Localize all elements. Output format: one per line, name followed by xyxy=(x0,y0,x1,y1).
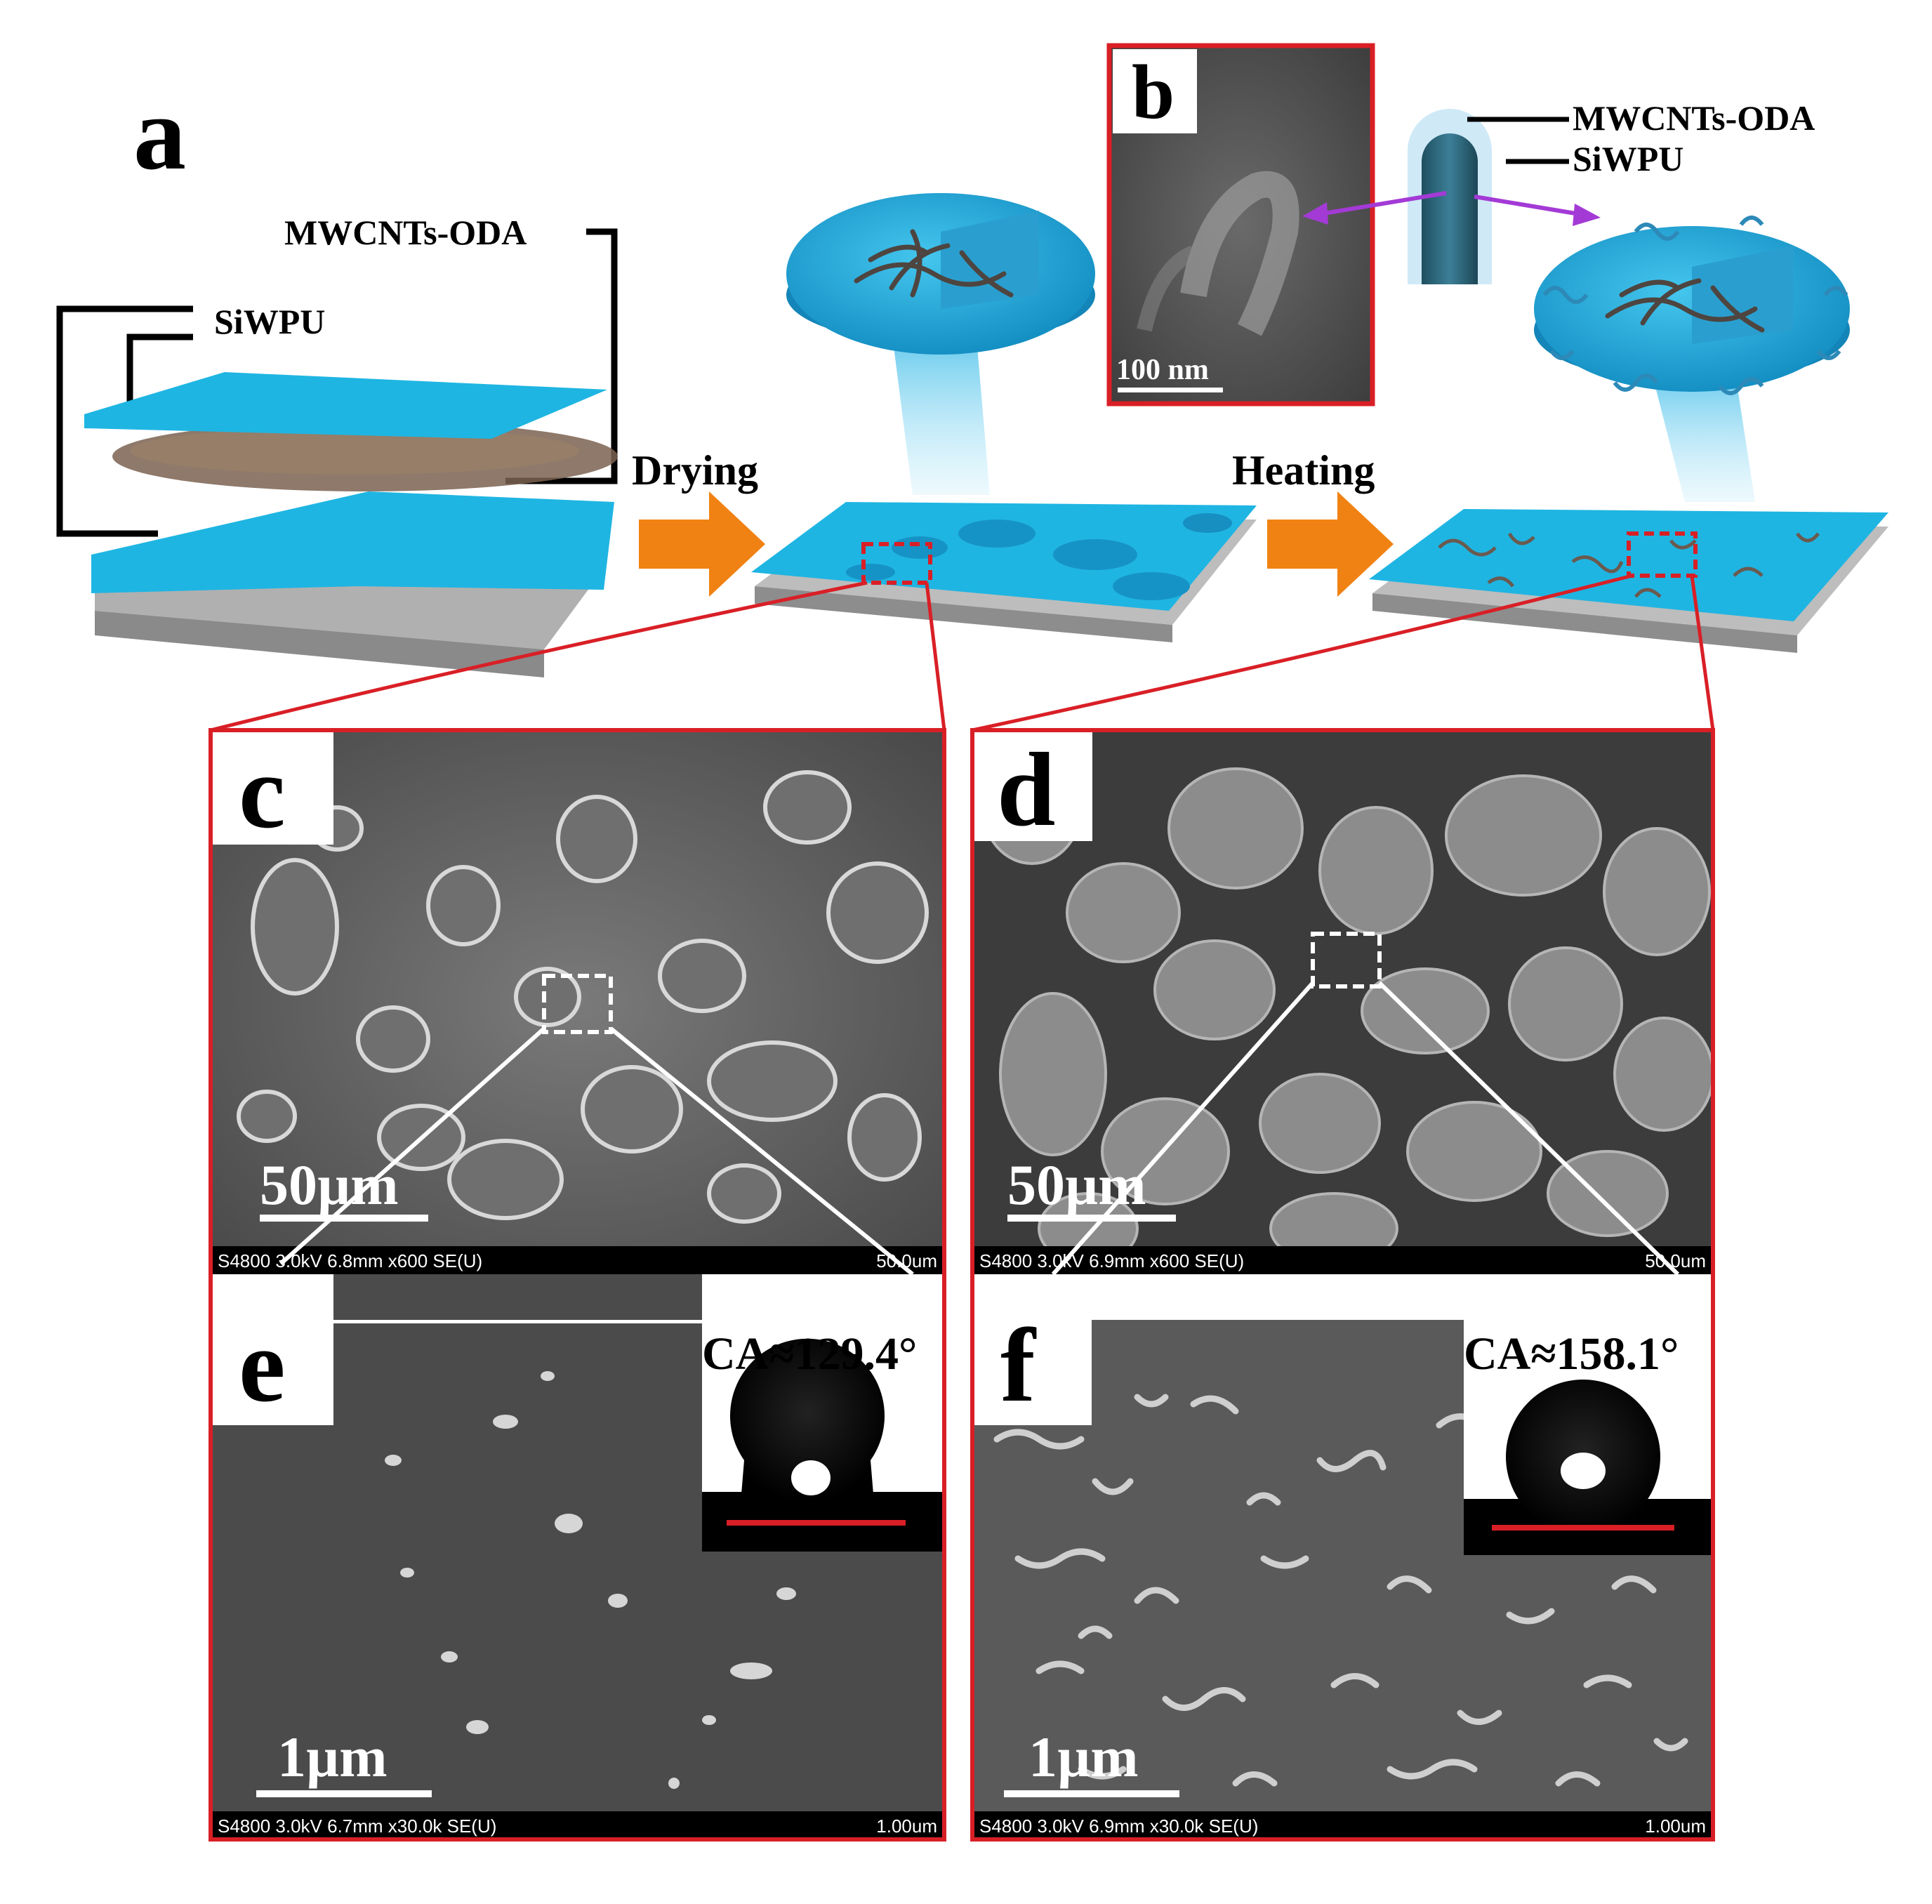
zoom-gap-e xyxy=(211,1274,944,1323)
step-drying-label: Drying xyxy=(632,447,758,494)
panel-c-letter: c xyxy=(239,734,286,850)
panel-b: b 100 nm MWCNTs-ODA SiWPU xyxy=(1106,43,1815,406)
info-scale-f: 1.00um xyxy=(1645,1816,1706,1837)
magnified-bubble-1 xyxy=(786,193,1095,355)
panel-a-letter: a xyxy=(133,75,186,192)
zoom-box-c-inner xyxy=(542,974,613,1034)
label-mwcnts-oda: MWCNTs-ODA xyxy=(284,213,527,252)
schematic-label-siwpu: SiWPU xyxy=(1573,139,1683,178)
zoom-box-d xyxy=(1627,531,1698,578)
scale-label-e: 1µm xyxy=(277,1725,388,1789)
contact-angle-e: CA≈129.4° xyxy=(702,1328,917,1380)
panel-e: CA≈129.4° e 1µm S4800 3.0kV 6.7mm x30.0k… xyxy=(211,1026,944,1839)
info-text-c: S4800 3.0kV 6.8mm x600 SE(U) xyxy=(218,1250,482,1271)
bracket-lines xyxy=(56,228,618,537)
info-bar-c xyxy=(211,1246,944,1274)
scale-label-d: 50µm xyxy=(1007,1153,1146,1217)
zoom-box-d-inner xyxy=(1311,932,1382,989)
magnified-bubble-2 xyxy=(1534,216,1850,395)
pointer-arrows xyxy=(1302,191,1601,226)
panel-a: a MWCNTs-ODA SiWPU Drying xyxy=(56,75,1888,732)
drying-arrow xyxy=(639,491,765,597)
scale-bar-f xyxy=(1004,1790,1179,1797)
magnifier-beam-1 xyxy=(892,330,990,495)
scale-label-b: 100 nm xyxy=(1116,354,1209,386)
info-text-f: S4800 3.0kV 6.9mm x30.0k SE(U) xyxy=(979,1816,1258,1837)
panel-e-letter: e xyxy=(239,1307,286,1424)
layer-stack-illustration xyxy=(84,372,618,677)
zoom-gap-f xyxy=(972,1274,1713,1320)
baseline-f xyxy=(1492,1525,1674,1531)
panel-c: c 50µm S4800 3.0kV 6.8mm x600 SE(U) 50.0… xyxy=(211,730,944,1274)
particles-d xyxy=(981,750,1714,1265)
siwpu-top-layer xyxy=(84,372,607,439)
panel-d-letter-box xyxy=(974,732,1092,841)
panel-f: CA≈158.1° f 1µm S4800 3.0kV 6.9mm x30.0k… xyxy=(972,981,1713,1839)
scale-label-c: 50µm xyxy=(260,1153,399,1217)
panel-c-letter-box xyxy=(213,732,333,845)
zoom-lines-c xyxy=(279,1026,914,1276)
scale-bar-c xyxy=(260,1215,428,1222)
info-text-e: S4800 3.0kV 6.7mm x30.0k SE(U) xyxy=(218,1816,496,1837)
info-bar-e xyxy=(211,1811,944,1839)
heated-film-illustration xyxy=(1369,509,1888,653)
scale-label-f: 1µm xyxy=(1028,1725,1139,1789)
zoom-lines-d xyxy=(1051,981,1680,1276)
scale-bar-b xyxy=(1118,388,1223,392)
connector-lines xyxy=(210,574,1715,732)
heating-arrow xyxy=(1267,491,1394,597)
panel-d-letter: d xyxy=(997,732,1055,848)
panel-d: d 50µm S4800 3.0kV 6.9mm x600 SE(U) 50.0… xyxy=(972,730,1714,1274)
step-heating-label: Heating xyxy=(1232,447,1375,494)
scale-bar-e xyxy=(256,1790,432,1797)
panel-b-letter-box xyxy=(1113,49,1197,133)
zoom-box-c xyxy=(861,542,932,585)
info-bar-d xyxy=(972,1246,1713,1274)
magnifier-beam-2 xyxy=(1650,365,1755,502)
panel-b-letter: b xyxy=(1132,49,1175,135)
dried-film-illustration xyxy=(751,502,1257,642)
info-text-d: S4800 3.0kV 6.9mm x600 SE(U) xyxy=(979,1250,1244,1271)
baseline-e xyxy=(727,1520,906,1526)
siwpu-bottom-layer xyxy=(91,491,614,593)
scale-bar-d xyxy=(1007,1215,1176,1222)
features-e xyxy=(385,1371,796,1825)
contact-angle-f: CA≈158.1° xyxy=(1464,1328,1679,1380)
schematic-label-mwcnts-oda: MWCNTs-ODA xyxy=(1573,98,1815,138)
panel-f-letter: f xyxy=(1000,1307,1037,1424)
label-siwpu: SiWPU xyxy=(214,302,325,341)
schematic-leader-lines xyxy=(1467,117,1569,164)
info-bar-f xyxy=(972,1811,1713,1839)
panel-frames xyxy=(209,728,1715,1842)
info-scale-e: 1.00um xyxy=(876,1816,937,1837)
core-shell-schematic xyxy=(1408,109,1492,284)
